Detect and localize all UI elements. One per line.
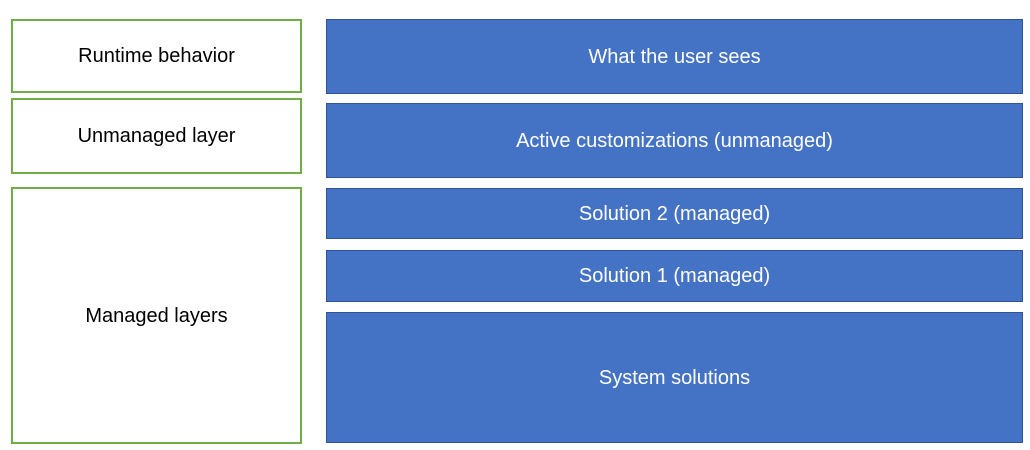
unmanaged-layer-label: Unmanaged layer bbox=[77, 125, 236, 147]
unmanaged-layer-box: Unmanaged layer bbox=[11, 98, 302, 174]
what-user-sees-label: What the user sees bbox=[588, 45, 761, 68]
solution-1-box: Solution 1 (managed) bbox=[326, 250, 1023, 302]
managed-layers-box: Managed layers bbox=[11, 187, 302, 444]
solution-2-label: Solution 2 (managed) bbox=[578, 202, 771, 225]
solution-2-box: Solution 2 (managed) bbox=[326, 188, 1023, 239]
runtime-behavior-label: Runtime behavior bbox=[78, 45, 235, 67]
active-customizations-box: Active customizations (unmanaged) bbox=[326, 103, 1023, 178]
active-customizations-label: Active customizations (unmanaged) bbox=[516, 129, 833, 152]
runtime-behavior-box: Runtime behavior bbox=[11, 19, 302, 93]
what-user-sees-box: What the user sees bbox=[326, 19, 1023, 94]
system-solutions-label: System solutions bbox=[598, 366, 751, 389]
managed-layers-label: Managed layers bbox=[85, 304, 228, 327]
solution-1-label: Solution 1 (managed) bbox=[578, 265, 771, 287]
system-solutions-box: System solutions bbox=[326, 312, 1023, 443]
